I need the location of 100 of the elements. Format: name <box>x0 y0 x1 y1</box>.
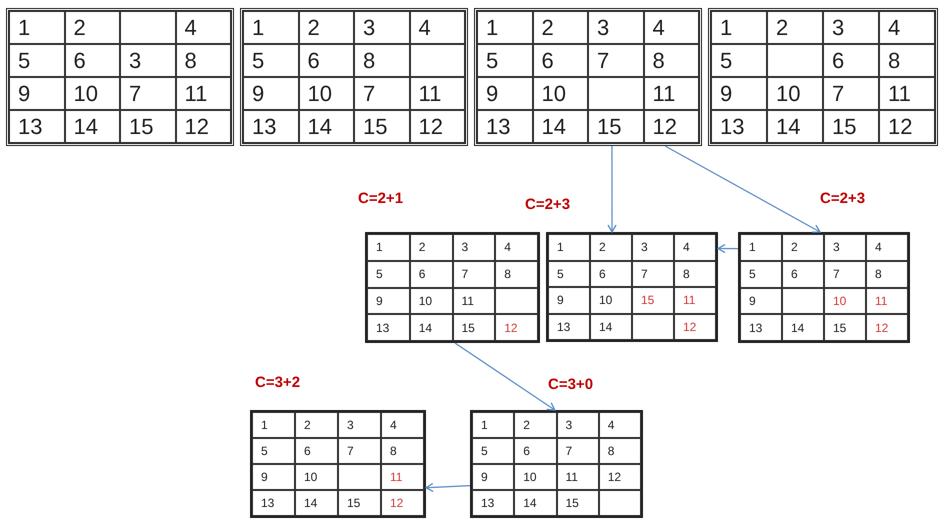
puzzle-tile: 1 <box>711 11 767 44</box>
puzzle-tile: 3 <box>556 412 599 438</box>
puzzle-tile: 14 <box>767 110 823 143</box>
puzzle-tile: 15 <box>823 110 879 143</box>
puzzle-tile: 8 <box>495 260 538 288</box>
puzzle-tile: 6 <box>514 438 556 464</box>
puzzle-tile: 14 <box>514 490 556 516</box>
puzzle-tile: 13 <box>9 110 64 143</box>
puzzle-tile: 13 <box>740 314 782 341</box>
puzzle-tile: 13 <box>711 110 767 143</box>
puzzle-tile: 7 <box>824 260 866 288</box>
puzzle-tile: 1 <box>367 234 410 261</box>
puzzle-tile: 1 <box>472 412 514 438</box>
puzzle-tile: 8 <box>674 260 716 287</box>
puzzle-tile: 9 <box>9 77 64 110</box>
puzzle-tile: 10 <box>590 287 632 314</box>
puzzle-tile: 4 <box>866 234 908 261</box>
puzzle-tile: 11 <box>644 77 699 110</box>
puzzle-tile: 13 <box>243 110 298 143</box>
puzzle-tile: 8 <box>354 44 410 77</box>
puzzle-tile: 10 <box>410 288 452 314</box>
puzzle-tile: 2 <box>532 11 588 44</box>
puzzle-tile: 15 <box>354 110 410 143</box>
puzzle-tile <box>588 77 644 110</box>
puzzle-tile: 4 <box>495 234 538 261</box>
puzzle-tile: 5 <box>711 44 767 77</box>
puzzle-tile: 7 <box>823 77 879 110</box>
puzzle-tile: 15 <box>588 110 644 143</box>
puzzle-board <box>240 8 468 146</box>
arrow <box>717 244 738 254</box>
puzzle-tile <box>598 490 641 516</box>
puzzle-tile: 10 <box>514 464 556 490</box>
puzzle-tile: 8 <box>598 438 641 464</box>
puzzle-tile: 3 <box>120 44 176 77</box>
puzzle-tile: 1 <box>243 11 298 44</box>
puzzle-tile: 7 <box>338 438 381 464</box>
cost-label: C=2+3 <box>525 195 570 215</box>
puzzle-tile: 6 <box>64 44 120 77</box>
puzzle-tile: 8 <box>381 438 424 464</box>
puzzle-tile: 4 <box>176 11 231 44</box>
puzzle-tile: 8 <box>644 44 699 77</box>
puzzle-tile: 1 <box>477 11 532 44</box>
puzzle-tile: 13 <box>477 110 532 143</box>
puzzle-tile: 15 <box>556 490 599 516</box>
puzzle-tile: 6 <box>823 44 879 77</box>
cost-label: C=3+0 <box>548 375 594 395</box>
puzzle-tile: 7 <box>588 44 644 77</box>
puzzle-tile: 5 <box>9 44 64 77</box>
puzzle-tile: 3 <box>452 234 496 261</box>
puzzle-tile: 3 <box>354 11 410 44</box>
puzzle-tile: 11 <box>176 77 231 110</box>
puzzle-tile <box>495 288 538 314</box>
puzzle-tile: 6 <box>298 44 354 77</box>
puzzle-tile: 2 <box>782 234 824 261</box>
puzzle-tile <box>632 314 674 340</box>
puzzle-board <box>365 232 540 343</box>
puzzle-tile: 14 <box>590 314 632 340</box>
puzzle-tile: 9 <box>243 77 298 110</box>
puzzle-tile: 6 <box>410 260 452 288</box>
puzzle-tile: 10 <box>532 77 588 110</box>
puzzle-tile: 4 <box>381 412 424 438</box>
puzzle-tile: 5 <box>252 438 295 464</box>
puzzle-board <box>6 8 234 146</box>
puzzle-tile: 1 <box>252 412 295 438</box>
puzzle-tile: 12 <box>410 110 465 143</box>
puzzle-tile: 12 <box>495 314 538 341</box>
puzzle-tile: 11 <box>410 77 465 110</box>
puzzle-tile: 5 <box>367 260 410 288</box>
arrow <box>607 146 617 233</box>
puzzle-tile: 9 <box>548 287 590 314</box>
puzzle-tile: 4 <box>674 234 716 260</box>
puzzle-tile: 11 <box>452 288 496 314</box>
puzzle-board <box>474 8 702 146</box>
puzzle-tile: 4 <box>598 412 641 438</box>
puzzle-tile: 3 <box>588 11 644 44</box>
puzzle-tile: 11 <box>879 77 935 110</box>
puzzle-tile: 10 <box>295 464 338 490</box>
puzzle-tile: 12 <box>644 110 699 143</box>
puzzle-tile: 6 <box>590 260 632 287</box>
puzzle-tile: 11 <box>866 288 908 314</box>
puzzle-tile: 9 <box>472 464 514 490</box>
puzzle-tile: 14 <box>532 110 588 143</box>
puzzle-tile: 9 <box>711 77 767 110</box>
puzzle-tile: 12 <box>674 314 716 340</box>
puzzle-tile: 4 <box>410 11 465 44</box>
puzzle-tile: 1 <box>548 234 590 260</box>
puzzle-tile: 14 <box>782 314 824 341</box>
puzzle-tile: 2 <box>590 234 632 260</box>
puzzle-tile: 4 <box>879 11 935 44</box>
puzzle-board <box>738 232 910 343</box>
puzzle-tile: 15 <box>824 314 866 341</box>
puzzle-tile: 7 <box>556 438 599 464</box>
puzzle-tile: 15 <box>452 314 496 341</box>
puzzle-tile: 4 <box>644 11 699 44</box>
puzzle-tile: 13 <box>548 314 590 340</box>
puzzle-tile: 11 <box>381 464 424 490</box>
puzzle-tile <box>338 464 381 490</box>
puzzle-tile: 10 <box>824 288 866 314</box>
puzzle-tile: 10 <box>64 77 120 110</box>
puzzle-tile <box>410 44 465 77</box>
